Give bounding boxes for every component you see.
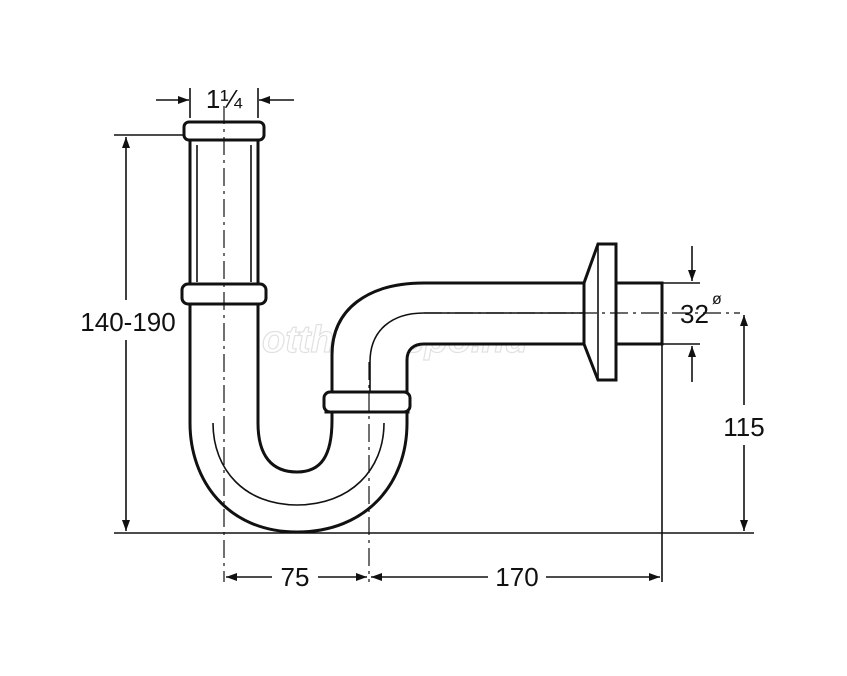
outlet-height-dimension: 115 <box>723 315 765 531</box>
pipe-size-label: 1¼ <box>206 84 242 114</box>
pipe-size-dimension: 1¼ <box>156 84 294 118</box>
outlet-height-label: 115 <box>723 412 764 442</box>
outlet-length-label: 170 <box>495 562 538 592</box>
height-range-label: 140-190 <box>80 307 175 337</box>
outlet-diameter-dimension: 32 ø <box>662 246 722 382</box>
trap-bend <box>188 302 412 534</box>
diameter-symbol: ø <box>712 291 722 308</box>
horizontal-dimensions: 75 170 <box>226 344 663 592</box>
wall-flange <box>582 242 664 382</box>
outlet-pipe <box>330 281 586 394</box>
height-dimension: 140-190 <box>80 134 183 531</box>
outlet-diameter-label: 32 <box>680 299 709 329</box>
trap-width-label: 75 <box>281 562 310 592</box>
